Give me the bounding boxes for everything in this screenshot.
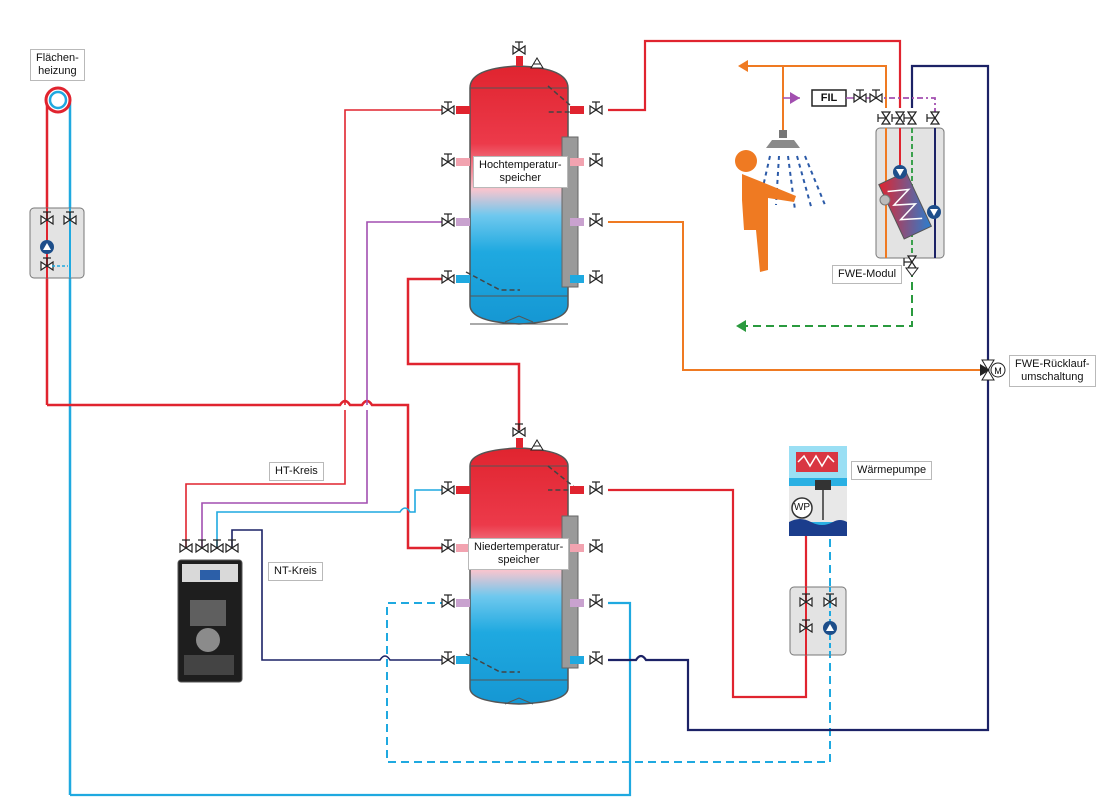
- heating-distributor-unit: [177, 539, 243, 683]
- nt-circuit-label-text: NT-Kreis: [274, 565, 317, 577]
- floor-heating-label: Flächen- heizung: [30, 49, 85, 81]
- ht-storage-tank: [441, 41, 603, 325]
- ht-circuit-pipes: [185, 109, 448, 548]
- filter-label: FIL: [820, 92, 838, 104]
- fwe-return-switch-label: FWE-Rücklauf- umschaltung: [1009, 355, 1096, 387]
- fwe-module-label: FWE-Modul: [832, 265, 903, 284]
- dhw-pipes: [608, 65, 982, 371]
- floor-heating-label-line2: heizung: [38, 65, 77, 77]
- shower-icon: [759, 130, 826, 211]
- tank-connection-pipes: [406, 277, 521, 430]
- heat-pump-label: Wärmepumpe: [851, 461, 933, 480]
- nt-circuit-pipes: [216, 489, 448, 661]
- ht-circuit-label-text: HT-Kreis: [275, 465, 318, 477]
- heat-pump-pump-group: [789, 586, 847, 656]
- ht-tank-label-line1: Hochtemperatur-: [479, 159, 562, 171]
- fwe-return-switch-valve: M: [980, 359, 1006, 381]
- floor-heating-return: [70, 601, 632, 797]
- pump-icon: [823, 621, 837, 635]
- heat-pump-wp-label: WP: [793, 502, 811, 513]
- pump-icon: [893, 165, 907, 179]
- floor-heating-label-line1: Flächen-: [36, 52, 79, 64]
- pump-icon: [40, 240, 54, 254]
- fwe-supply-pipe: [608, 39, 902, 112]
- svg-text:M: M: [994, 366, 1002, 376]
- fwe-module-label-text: FWE-Modul: [838, 268, 897, 280]
- ht-circuit-label: HT-Kreis: [269, 462, 324, 481]
- person-icon: [735, 150, 796, 272]
- heat-pump-dashed-pipes: [386, 536, 831, 763]
- heat-exchanger-icon: [878, 171, 933, 240]
- nt-tank-label-line2: speicher: [497, 554, 540, 566]
- heat-pump: [789, 446, 847, 536]
- heat-pump-label-text: Wärmepumpe: [857, 464, 927, 476]
- pump-icon: [927, 205, 941, 219]
- cold-water-pipe: [740, 276, 913, 327]
- filter-icon: [738, 60, 883, 107]
- nt-tank-label: Niedertemperatur- speicher: [468, 538, 570, 570]
- circulation-pipe: [875, 97, 936, 120]
- safety-valve-icon: [530, 57, 544, 69]
- fwe-return-pipe: [608, 64, 990, 732]
- floor-heating-coil: [44, 86, 72, 114]
- floor-heating-pump-group: [29, 207, 85, 279]
- fwe-module: [875, 111, 945, 277]
- ht-tank-label-line2: speicher: [499, 172, 542, 184]
- heat-pump-supply: [608, 488, 808, 699]
- safety-valve-icon: [530, 439, 544, 451]
- fwe-return-switch-label-line1: FWE-Rücklauf-: [1015, 358, 1090, 370]
- fwe-return-switch-label-line2: umschaltung: [1021, 371, 1084, 383]
- ht-tank-label: Hochtemperatur- speicher: [473, 156, 568, 188]
- nt-circuit-label: NT-Kreis: [268, 562, 323, 581]
- nt-tank-label-line1: Niedertemperatur-: [474, 541, 564, 553]
